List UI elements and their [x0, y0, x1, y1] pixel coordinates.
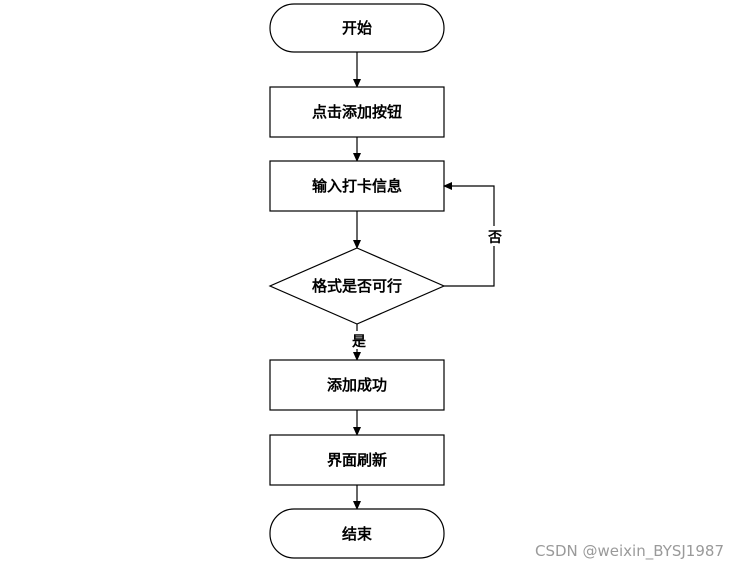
click-add-node: 点击添加按钮	[269, 86, 445, 138]
check-format-node: 格式是否可行	[268, 247, 446, 325]
input-info-label: 输入打卡信息	[312, 177, 402, 195]
start-label: 开始	[342, 19, 372, 37]
yes-label: 是	[352, 334, 367, 350]
click-add-label: 点击添加按钮	[312, 103, 402, 121]
refresh-node: 界面刷新	[269, 434, 445, 486]
start-node: 开始	[269, 3, 445, 53]
refresh-label: 界面刷新	[327, 451, 387, 469]
input-info-node: 输入打卡信息	[269, 160, 445, 212]
add-success-label: 添加成功	[327, 376, 387, 394]
end-label: 结束	[342, 525, 373, 543]
watermark-text: CSDN @weixin_BYSJ1987	[535, 542, 724, 561]
end-node: 结束	[269, 508, 445, 559]
yes-label-bg	[349, 331, 367, 349]
check-format-label: 格式是否可行	[312, 277, 402, 295]
no-label-bg	[485, 226, 505, 246]
no-label: 否	[487, 230, 502, 246]
add-success-node: 添加成功	[269, 359, 445, 411]
